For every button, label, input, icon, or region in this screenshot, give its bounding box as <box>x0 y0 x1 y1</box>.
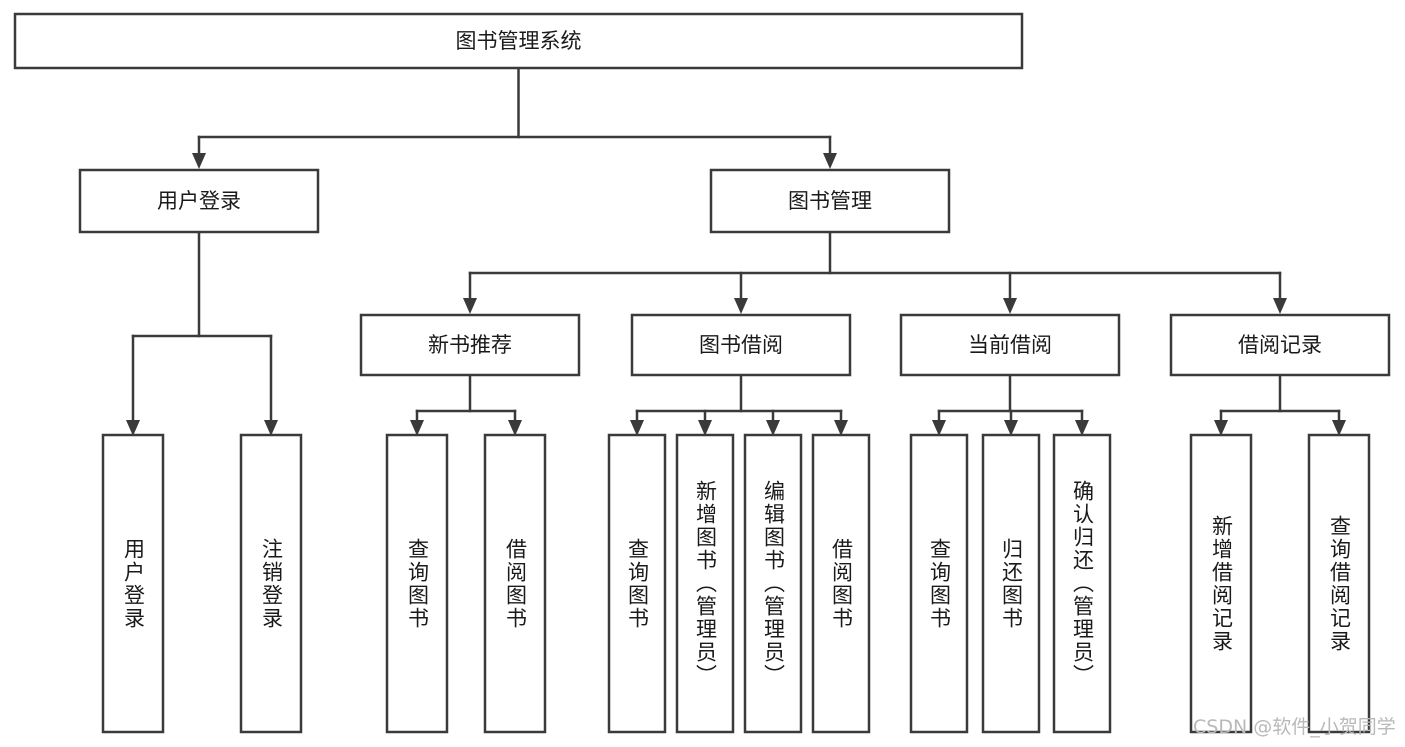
node-box-leaf-confirm-return <box>1052 433 1112 734</box>
node-leaf-edit-book[interactable]: 编辑图书（管理员） <box>743 433 803 734</box>
nodes-layer: 图书管理系统用户登录图书管理新书推荐图书借阅当前借阅借阅记录用户登录注销登录查询… <box>13 12 1391 734</box>
arrow-head-bookmanage-to-book-borrow <box>734 298 748 314</box>
node-box-leaf-query-book-2 <box>607 433 667 734</box>
arrow-head-user-login-to-leaf-logout-login <box>264 420 278 436</box>
node-label-leaf-query-book-1: 查询图书 <box>405 537 430 630</box>
node-label-leaf-borrow-book-2: 借阅图书 <box>829 537 854 630</box>
node-label-leaf-query-borrow-record: 查询借阅记录 <box>1327 514 1352 653</box>
node-label-wrap-leaf-borrow-book-2: 借阅图书 <box>829 537 854 630</box>
node-box-leaf-logout-login <box>239 433 303 734</box>
arrow-head-current-borrow-to-leaf-confirm-return <box>1075 420 1089 436</box>
node-label-wrap-leaf-logout-login: 注销登录 <box>259 537 284 630</box>
node-leaf-add-borrow-record[interactable]: 新增借阅记录 <box>1189 433 1253 734</box>
node-box-user-login <box>78 168 320 234</box>
node-book-manage[interactable]: 图书管理 <box>709 168 951 234</box>
node-box-new-book-recommend <box>359 313 581 377</box>
node-borrow-record[interactable]: 借阅记录 <box>1169 313 1391 377</box>
node-label-book-borrow: 图书借阅 <box>699 333 783 357</box>
arrow-head-borrow-record-to-leaf-add-borrow-record <box>1214 420 1228 436</box>
node-box-leaf-return-book <box>981 433 1041 734</box>
node-label-leaf-query-book-2: 查询图书 <box>625 537 650 630</box>
node-label-wrap-leaf-query-borrow-record: 查询借阅记录 <box>1327 514 1352 653</box>
arrow-head-bookmanage-to-borrow-record <box>1273 298 1287 314</box>
node-label-user-login: 用户登录 <box>157 189 241 213</box>
node-leaf-add-book[interactable]: 新增图书（管理员） <box>675 433 735 734</box>
node-label-leaf-return-book: 归还图书 <box>999 537 1024 630</box>
node-box-leaf-user-login <box>101 433 165 734</box>
node-label-wrap-leaf-return-book: 归还图书 <box>999 537 1024 630</box>
node-label-leaf-query-book-3: 查询图书 <box>927 537 952 630</box>
node-leaf-borrow-book-1[interactable]: 借阅图书 <box>483 433 547 734</box>
node-label-leaf-edit-book: 编辑图书（管理员） <box>761 480 786 687</box>
node-box-leaf-query-book-3 <box>909 433 969 734</box>
arrow-head-borrow-record-to-leaf-query-borrow-record <box>1332 420 1346 436</box>
node-label-wrap-leaf-confirm-return: 确认归还（管理员） <box>1070 480 1095 687</box>
arrow-head-book-borrow-to-leaf-add-book <box>698 420 712 436</box>
node-box-leaf-add-borrow-record <box>1189 433 1253 734</box>
arrow-head-book-borrow-to-leaf-borrow-book-2 <box>834 420 848 436</box>
node-label-leaf-borrow-book-1: 借阅图书 <box>503 537 528 630</box>
node-box-root <box>13 12 1024 70</box>
node-label-wrap-leaf-query-book-1: 查询图书 <box>405 537 430 630</box>
node-label-new-book-recommend: 新书推荐 <box>428 333 512 357</box>
node-user-login[interactable]: 用户登录 <box>78 168 320 234</box>
node-leaf-user-login[interactable]: 用户登录 <box>101 433 165 734</box>
node-leaf-confirm-return[interactable]: 确认归还（管理员） <box>1052 433 1112 734</box>
node-leaf-query-book-2[interactable]: 查询图书 <box>607 433 667 734</box>
node-label-current-borrow: 当前借阅 <box>968 333 1052 357</box>
node-leaf-borrow-book-2[interactable]: 借阅图书 <box>811 433 871 734</box>
node-leaf-return-book[interactable]: 归还图书 <box>981 433 1041 734</box>
node-box-leaf-edit-book <box>743 433 803 734</box>
node-label-wrap-leaf-edit-book: 编辑图书（管理员） <box>761 480 786 687</box>
node-label-leaf-confirm-return: 确认归还（管理员） <box>1070 480 1095 687</box>
node-box-leaf-add-book <box>675 433 735 734</box>
arrow-head-user-login-to-leaf-user-login <box>126 420 140 436</box>
arrow-head-new-book-recommend-to-leaf-query-book-1 <box>410 420 424 436</box>
node-label-wrap-leaf-query-book-3: 查询图书 <box>927 537 952 630</box>
arrow-head-bookmanage-to-current-borrow <box>1003 298 1017 314</box>
connectors-layer <box>126 66 1346 436</box>
arrow-head-current-borrow-to-leaf-query-book-3 <box>932 420 946 436</box>
node-label-leaf-add-borrow-record: 新增借阅记录 <box>1209 514 1234 653</box>
node-box-borrow-record <box>1169 313 1391 377</box>
node-label-book-manage: 图书管理 <box>788 189 872 213</box>
node-label-root: 图书管理系统 <box>456 29 582 53</box>
node-label-leaf-add-book: 新增图书（管理员） <box>693 480 718 687</box>
arrow-head-root-to-book-manage <box>823 153 837 169</box>
node-new-book-recommend[interactable]: 新书推荐 <box>359 313 581 377</box>
node-leaf-logout-login[interactable]: 注销登录 <box>239 433 303 734</box>
arrow-head-book-borrow-to-leaf-query-book-2 <box>630 420 644 436</box>
node-leaf-query-borrow-record[interactable]: 查询借阅记录 <box>1307 433 1371 734</box>
node-box-book-borrow <box>630 313 852 377</box>
node-book-borrow[interactable]: 图书借阅 <box>630 313 852 377</box>
node-box-leaf-query-borrow-record <box>1307 433 1371 734</box>
arrow-head-book-borrow-to-leaf-edit-book <box>766 420 780 436</box>
node-leaf-query-book-1[interactable]: 查询图书 <box>385 433 449 734</box>
arrow-head-root-to-user-login <box>192 153 206 169</box>
node-leaf-query-book-3[interactable]: 查询图书 <box>909 433 969 734</box>
node-box-book-manage <box>709 168 951 234</box>
node-label-leaf-logout-login: 注销登录 <box>259 537 284 630</box>
node-label-wrap-leaf-add-borrow-record: 新增借阅记录 <box>1209 514 1234 653</box>
node-box-leaf-borrow-book-1 <box>483 433 547 734</box>
node-current-borrow[interactable]: 当前借阅 <box>899 313 1121 377</box>
node-label-wrap-leaf-borrow-book-1: 借阅图书 <box>503 537 528 630</box>
csdn-watermark: CSDN @软件_小贺同学 <box>1193 716 1396 738</box>
arrow-head-current-borrow-to-leaf-return-book <box>1004 420 1018 436</box>
node-root[interactable]: 图书管理系统 <box>13 12 1024 70</box>
arrow-head-bookmanage-to-new-book-recommend <box>463 298 477 314</box>
node-label-wrap-leaf-add-book: 新增图书（管理员） <box>693 480 718 687</box>
node-box-leaf-query-book-1 <box>385 433 449 734</box>
node-label-borrow-record: 借阅记录 <box>1238 333 1322 357</box>
arrow-head-new-book-recommend-to-leaf-borrow-book-1 <box>508 420 522 436</box>
node-label-wrap-leaf-user-login: 用户登录 <box>121 537 146 630</box>
node-label-wrap-leaf-query-book-2: 查询图书 <box>625 537 650 630</box>
node-label-leaf-user-login: 用户登录 <box>121 537 146 630</box>
node-box-current-borrow <box>899 313 1121 377</box>
node-box-leaf-borrow-book-2 <box>811 433 871 734</box>
